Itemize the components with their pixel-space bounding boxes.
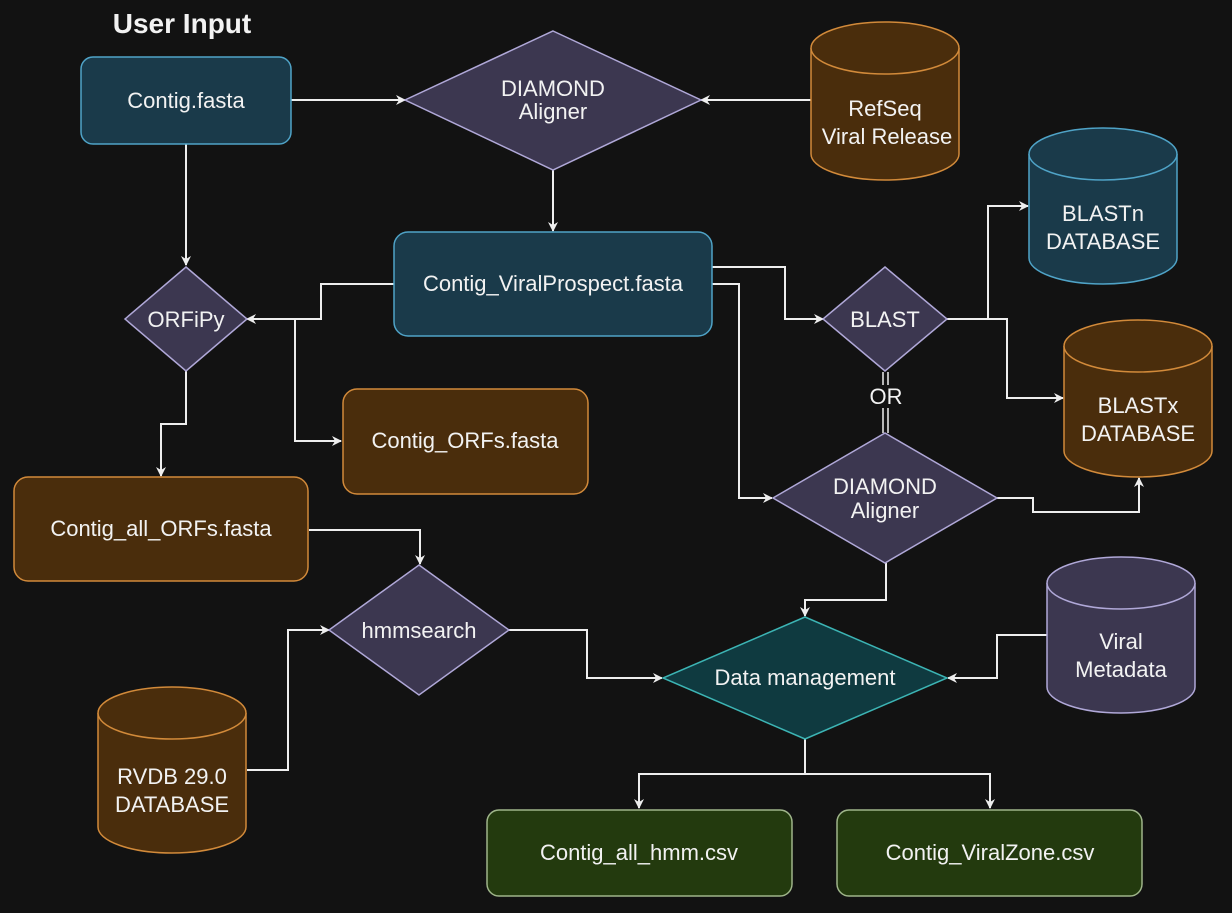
node-contig-viralprospect[interactable]: Contig_ViralProspect.fasta <box>393 231 713 337</box>
node-viral-metadata-line1: Viral <box>1099 629 1143 654</box>
node-contig-all-hmm-csv-label: Contig_all_hmm.csv <box>540 840 738 865</box>
node-contig-viralzone-csv-label: Contig_ViralZone.csv <box>886 840 1095 865</box>
node-data-management[interactable]: Data management <box>661 616 949 740</box>
node-blastn-line1: BLASTn <box>1062 201 1144 226</box>
edge-diamond-mid-to-blastx <box>997 477 1144 513</box>
edge-viralprospect-to-blast <box>712 266 824 324</box>
node-diamond-aligner-mid-line1: DIAMOND <box>833 474 937 499</box>
edge-metadata-to-data-management <box>947 634 1047 683</box>
edges <box>156 95 1144 809</box>
edge-data-management-to-hmm-csv <box>634 739 806 809</box>
node-blast[interactable]: BLAST <box>821 266 949 372</box>
edge-orfipy-to-contig-orfs <box>294 319 342 446</box>
node-hmmsearch-label: hmmsearch <box>362 618 477 643</box>
node-diamond-aligner-top-line2: Aligner <box>519 99 587 124</box>
node-diamond-aligner-top[interactable]: DIAMOND Aligner <box>403 30 703 171</box>
node-contig-all-orfs[interactable]: Contig_all_ORFs.fasta <box>13 476 309 582</box>
node-refseq-line2: Viral Release <box>822 124 952 149</box>
node-viral-metadata-line2: Metadata <box>1075 657 1167 682</box>
node-blastn-line2: DATABASE <box>1046 229 1160 254</box>
node-rvdb-line1: RVDB 29.0 <box>117 764 227 789</box>
node-diamond-aligner-mid-line2: Aligner <box>851 498 919 523</box>
node-contig-all-hmm-csv[interactable]: Contig_all_hmm.csv <box>486 809 793 897</box>
node-blastx-line1: BLASTx <box>1098 393 1179 418</box>
node-rvdb-line2: DATABASE <box>115 792 229 817</box>
edge-all-orfs-to-hmmsearch <box>309 529 425 565</box>
edge-blast-to-blastx <box>947 318 1064 403</box>
edge-data-management-to-viralzone-csv <box>805 773 995 809</box>
edge-rvdb-to-hmmsearch <box>247 625 330 771</box>
edge-hmmsearch-to-data-management <box>509 629 663 683</box>
node-blast-label: BLAST <box>850 307 920 332</box>
node-refseq-line1: RefSeq <box>848 96 921 121</box>
node-contig-orfs-label: Contig_ORFs.fasta <box>371 428 559 453</box>
node-data-management-label: Data management <box>715 665 896 690</box>
edge-blast-to-blastn <box>947 201 1029 320</box>
node-hmmsearch[interactable]: hmmsearch <box>327 564 511 696</box>
node-contig-orfs[interactable]: Contig_ORFs.fasta <box>342 388 589 495</box>
edge-viralprospect-to-diamond-mid <box>712 283 773 503</box>
edge-orfipy-to-all-orfs <box>156 371 187 477</box>
node-rvdb-database[interactable]: RVDB 29.0 DATABASE <box>97 686 247 854</box>
node-orfipy[interactable]: ORFiPy <box>123 266 249 372</box>
node-contig-viralprospect-label: Contig_ViralProspect.fasta <box>423 271 684 296</box>
node-contig-all-orfs-label: Contig_all_ORFs.fasta <box>50 516 272 541</box>
node-blastn-database[interactable]: BLASTn DATABASE <box>1028 127 1178 285</box>
node-contig-viralzone-csv[interactable]: Contig_ViralZone.csv <box>836 809 1143 897</box>
node-contig-fasta-label: Contig.fasta <box>127 88 245 113</box>
node-contig-fasta[interactable]: Contig.fasta <box>80 56 292 145</box>
node-refseq-viral-release[interactable]: RefSeq Viral Release <box>810 21 960 181</box>
node-blastx-line2: DATABASE <box>1081 421 1195 446</box>
or-connector <box>882 372 889 433</box>
or-label: OR <box>870 384 903 409</box>
edge-viralprospect-to-orfipy <box>246 283 394 324</box>
node-diamond-aligner-mid[interactable]: DIAMOND Aligner <box>771 432 999 564</box>
node-orfipy-label: ORFiPy <box>148 307 225 332</box>
diagram-title: User Input <box>113 8 251 39</box>
node-blastx-database[interactable]: BLASTx DATABASE <box>1063 319 1213 478</box>
node-viral-metadata[interactable]: Viral Metadata <box>1046 556 1196 714</box>
node-diamond-aligner-top-line1: DIAMOND <box>501 76 605 101</box>
edge-diamond-mid-to-data-management <box>800 563 887 617</box>
